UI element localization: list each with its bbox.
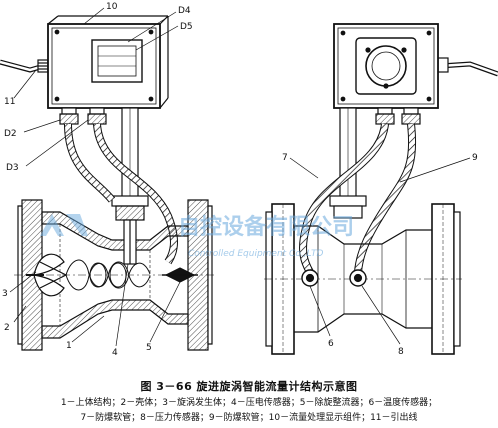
- figure-caption-title: 图 3－66 旋进旋涡智能流量计结构示意图: [140, 380, 358, 393]
- armored-hose-left-b: [93, 123, 178, 265]
- callout-1: 1: [66, 341, 72, 351]
- piezo-sensor: [123, 219, 137, 265]
- callout-2: 2: [4, 323, 10, 333]
- figure-legend-line-1: 1－上体结构；2－壳体；3－旋涡发生体；4－压电传感器；5－除旋整流器；6－温度…: [60, 398, 438, 408]
- armored-hose-left-a: [64, 123, 116, 203]
- temperature-sensor-boss: [301, 269, 319, 287]
- cable-glands-right: [375, 107, 421, 125]
- callout-3: 3: [2, 289, 8, 299]
- armored-hose-9: [354, 123, 417, 273]
- pressure-sensor-boss: [349, 269, 367, 287]
- display-head-front: [333, 23, 439, 109]
- callout-D5: D5: [180, 22, 193, 32]
- vortex-helix: [65, 259, 151, 291]
- callout-7: 7: [282, 153, 288, 163]
- lead-cable: [0, 59, 49, 73]
- display-enclosure: [47, 15, 169, 109]
- lcd-window: [91, 39, 143, 83]
- callout-9: 9: [472, 153, 478, 163]
- watermark: 自控设备有限公司 Controlled Equipment Co.,LTD: [40, 214, 354, 259]
- stem-column: [111, 107, 149, 221]
- cable-glands: [59, 107, 107, 125]
- left-section-view: [0, 15, 216, 351]
- callout-D4: D4: [178, 6, 191, 16]
- callout-11: 11: [4, 97, 15, 107]
- swirl-generator: [26, 253, 68, 297]
- callout-labels: 10 D4 D5 11 D2 D3 3 2 1 4 5 7 9 6 8: [2, 2, 478, 358]
- callout-D3: D3: [6, 163, 19, 173]
- watermark-subtext: Controlled Equipment Co.,LTD: [188, 249, 323, 259]
- callout-5: 5: [146, 343, 152, 353]
- callout-leaders: [9, 7, 471, 347]
- housing: [14, 199, 216, 351]
- armored-hose-7: [299, 123, 389, 275]
- right-exterior-view: [264, 23, 498, 355]
- callout-10: 10: [106, 2, 118, 12]
- watermark-text: 自控设备有限公司: [178, 214, 354, 240]
- callout-D2: D2: [4, 129, 17, 139]
- lead-cable-right: [437, 57, 498, 77]
- pipe-body-exterior: [264, 203, 462, 355]
- callout-6: 6: [328, 339, 334, 349]
- deswirler: [162, 267, 198, 283]
- figure-legend-line-2: 7－防爆软管；8－压力传感器；9－防爆软管；10－流量处理显示组件；11－引出线: [80, 413, 418, 423]
- callout-4: 4: [112, 348, 118, 358]
- callout-8: 8: [398, 347, 404, 357]
